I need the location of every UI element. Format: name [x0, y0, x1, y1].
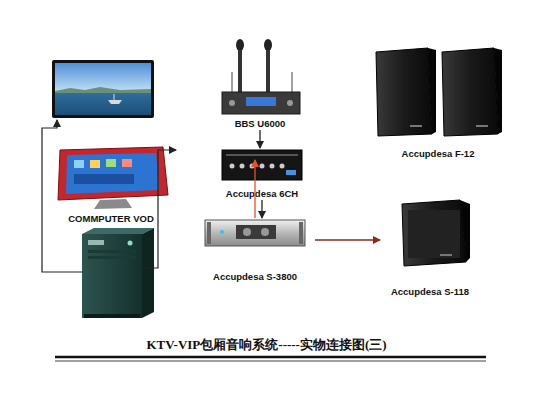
wireless-microphone [222, 39, 300, 114]
tv-screen [52, 60, 154, 118]
device-node: Accupdesa F-12 [370, 46, 506, 160]
title-rule [55, 361, 486, 362]
speaker-cabinet [376, 48, 502, 136]
device-node: COMMPUTER VOD [50, 145, 172, 225]
subwoofer [402, 200, 470, 266]
device-label: Accupdesa S-3800 [195, 271, 315, 283]
audio-processor [222, 150, 302, 180]
power-amplifier [205, 220, 305, 246]
device-node: BBS U6000 [215, 38, 305, 130]
touch-monitor [58, 147, 168, 209]
pc-tower [82, 228, 154, 318]
title-rule [55, 356, 486, 358]
video-wire [42, 120, 82, 272]
device-label: Accupdesa F-12 [370, 148, 506, 160]
device-node: Accupdesa 6CH [205, 148, 319, 200]
device-label: Accupdesa 6CH [205, 188, 319, 200]
device-label: BBS U6000 [215, 118, 305, 130]
device-label: COMMPUTER VOD [50, 213, 172, 225]
vod-wire [142, 150, 176, 268]
device-node: Accupdesa S-118 [380, 198, 480, 298]
signal-connector [259, 130, 260, 148]
device-node: Accupdesa S-3800 [195, 218, 315, 283]
signal-connector [315, 239, 380, 240]
signal-connector [261, 200, 262, 218]
device-label: Accupdesa S-118 [380, 286, 480, 298]
diagram-title: KTV-VIP包厢音响系统-----实物连接图(三) [0, 336, 533, 354]
